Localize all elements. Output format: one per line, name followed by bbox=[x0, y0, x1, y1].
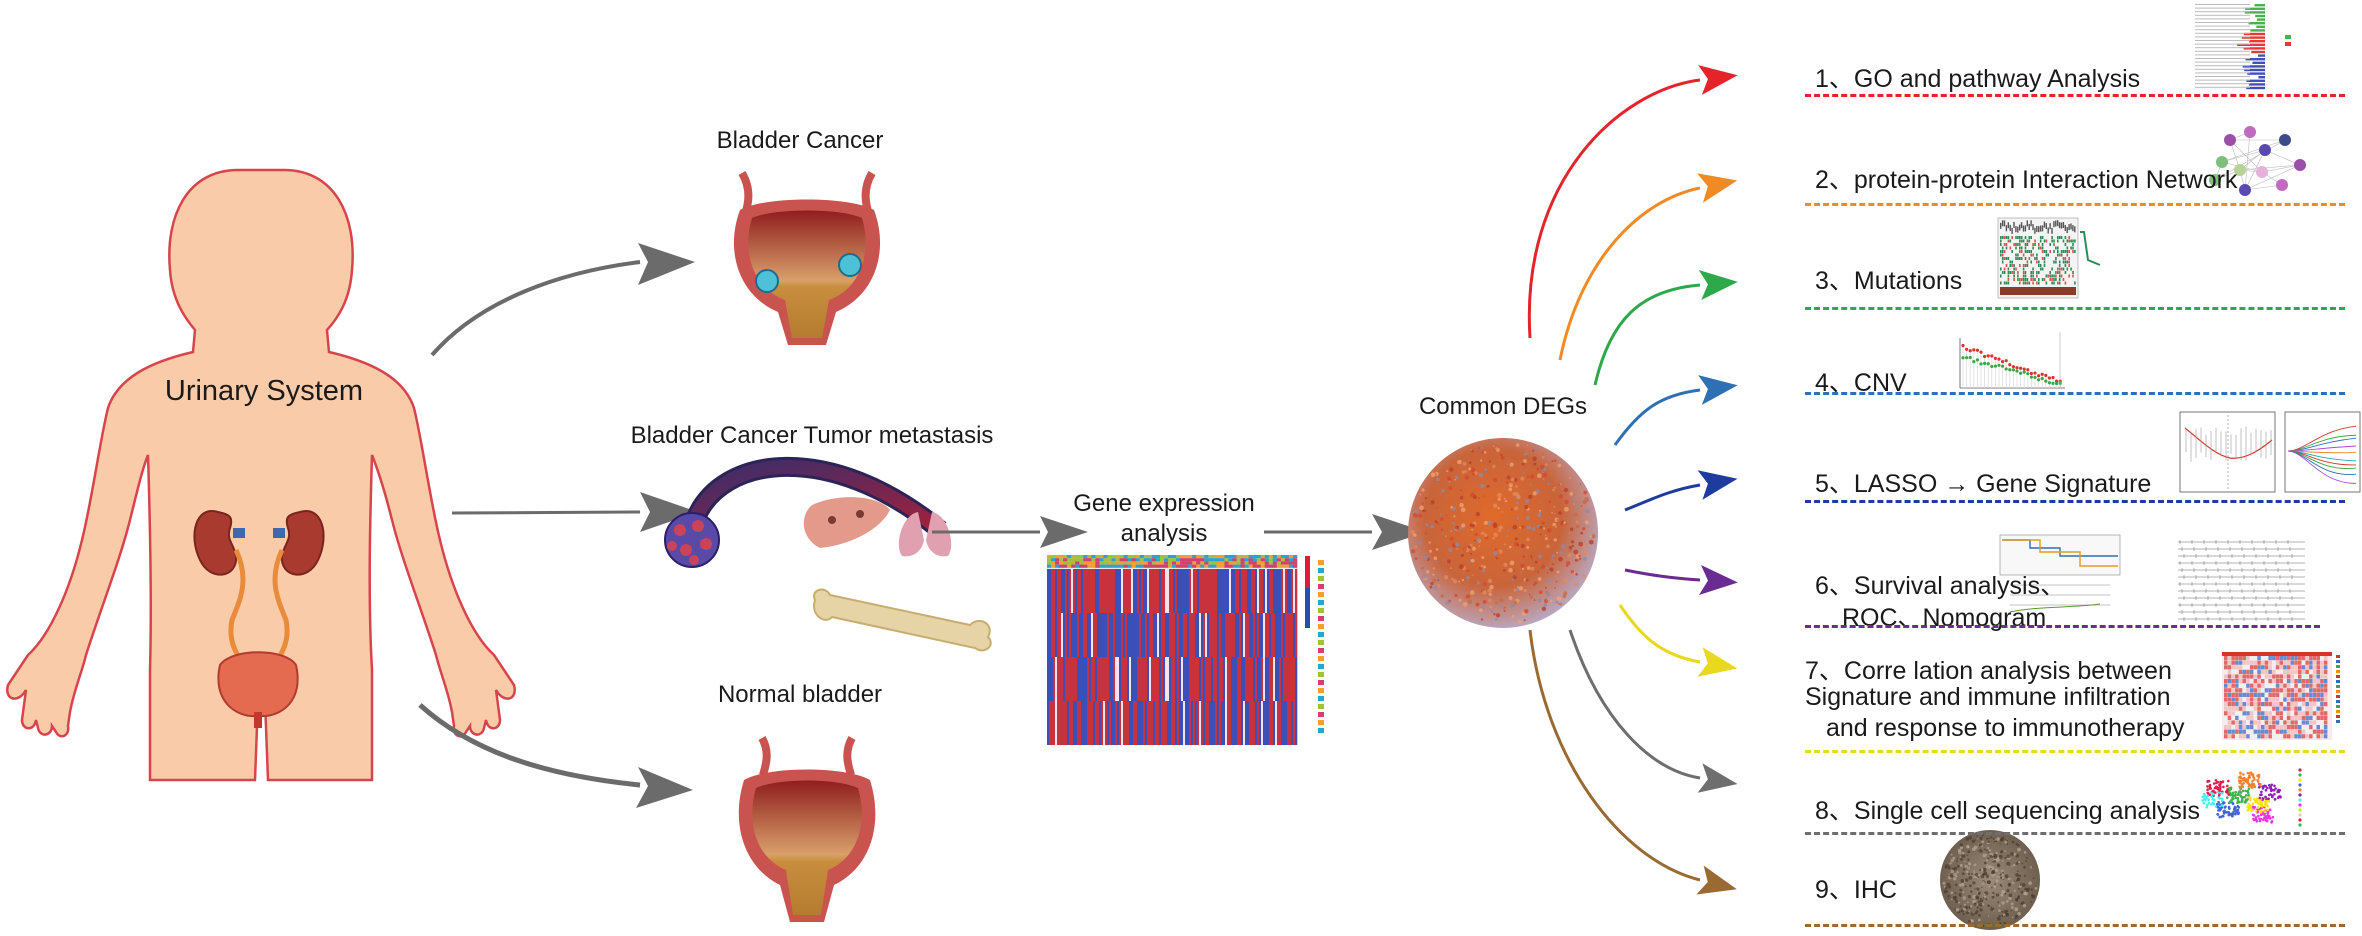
arrows-from-figure bbox=[418, 243, 698, 808]
step-separator bbox=[1805, 750, 2345, 753]
kidney-left-icon bbox=[193, 509, 238, 576]
liver-icon bbox=[803, 497, 890, 548]
kidney-right-icon bbox=[280, 509, 325, 576]
lung-icon bbox=[898, 512, 952, 557]
gene-expression-label-line2: analysis bbox=[1121, 520, 1208, 547]
metastasis-label: Bladder Cancer Tumor metastasis bbox=[631, 422, 994, 449]
human-figure bbox=[6, 168, 516, 782]
gene-expression-label: Gene expression bbox=[1073, 490, 1254, 517]
thumbnail-cnv-plot bbox=[1959, 332, 2065, 389]
step-separator bbox=[1805, 307, 2345, 310]
tumor-cluster-icon bbox=[755, 269, 779, 293]
expression-heatmap bbox=[1047, 555, 1324, 745]
normal-bladder-label: Normal bladder bbox=[718, 681, 882, 708]
step-label: ROC、Nomogram bbox=[1842, 604, 2047, 632]
step-separator bbox=[1805, 500, 2345, 503]
step-label: 1、GO and pathway Analysis bbox=[1815, 65, 2141, 93]
bladder-cancer-label: Bladder Cancer bbox=[717, 127, 884, 154]
analysis-arrows bbox=[1527, 65, 1738, 895]
step-separator bbox=[1805, 924, 2345, 927]
tumor-cluster-icon bbox=[664, 512, 720, 568]
thumbnail-umap bbox=[2201, 768, 2302, 827]
urinary-system-label: Urinary System bbox=[165, 375, 363, 407]
step-separator bbox=[1805, 625, 2320, 628]
tumor-cluster-icon bbox=[838, 253, 862, 277]
bladder-cancer-icon bbox=[733, 170, 881, 345]
bladder-organ-icon bbox=[217, 651, 299, 728]
thumbnail-oncoplot bbox=[1997, 217, 2101, 299]
step-label: 6、Survival analysis、 bbox=[1815, 572, 2066, 600]
step-separator bbox=[1805, 203, 2345, 206]
thumbnail-nomogram bbox=[1999, 534, 2305, 621]
arrow-to-common-degs bbox=[1264, 514, 1426, 550]
degs-network-ball bbox=[1408, 438, 1598, 628]
thumbnail-go-bar-chart bbox=[2195, 4, 2291, 90]
step-label: 9、IHC bbox=[1815, 876, 1897, 904]
step-label: and response to immunotherapy bbox=[1826, 714, 2185, 742]
step-label: 3、Mutations bbox=[1815, 267, 1963, 295]
common-degs-label: Common DEGs bbox=[1419, 393, 1587, 420]
step-separator bbox=[1805, 392, 2345, 395]
step-label: 8、Single cell sequencing analysis bbox=[1815, 797, 2200, 825]
thumbnail-lasso-plot bbox=[2179, 411, 2361, 493]
arrow-to-gene-expression bbox=[932, 516, 1088, 548]
step-label: 2、protein-protein Interaction Network bbox=[1815, 166, 2238, 194]
step-separator bbox=[1805, 94, 2345, 97]
step-separator bbox=[1805, 832, 2345, 835]
thumbnail-immune-heatmap bbox=[2222, 652, 2340, 740]
blood-vessel-icon bbox=[685, 456, 947, 538]
thumbnail-ppi-network bbox=[2209, 126, 2306, 196]
normal-bladder-icon bbox=[738, 736, 876, 922]
bone-icon bbox=[813, 588, 992, 652]
step-label: Signature and immune infiltration bbox=[1805, 683, 2171, 711]
thumbnail-ihc-image bbox=[1940, 830, 2040, 930]
step-label: 5、LASSO → Gene Signature bbox=[1815, 470, 2152, 498]
step-label: 7、Corre lation analysis between bbox=[1805, 657, 2172, 685]
